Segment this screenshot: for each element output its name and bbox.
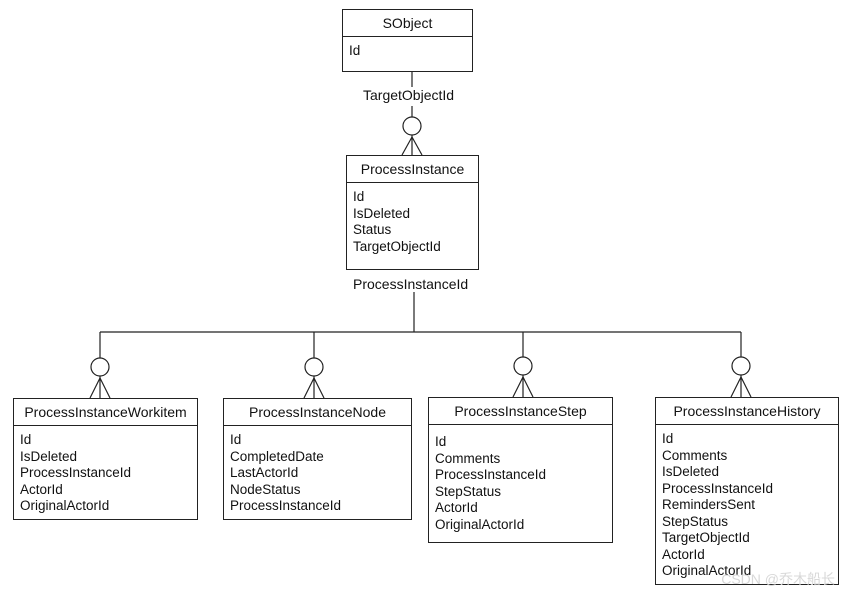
entity-field: Id bbox=[353, 189, 365, 204]
entity-field: NodeStatus bbox=[230, 481, 301, 497]
entity-field: OriginalActorId bbox=[435, 516, 525, 532]
crowfoot-workitem-left bbox=[89, 377, 101, 399]
entity-process-instance-step: ProcessInstanceStep Id Comments ProcessI… bbox=[428, 397, 613, 543]
entity-field: Comments bbox=[662, 447, 728, 463]
relationship-label-target-object: TargetObjectId bbox=[363, 87, 455, 103]
crowfoot-node-left bbox=[303, 377, 315, 399]
entity-field: CompletedDate bbox=[230, 448, 324, 464]
entity-title: ProcessInstanceHistory bbox=[656, 398, 838, 425]
optional-circle-instance bbox=[402, 116, 422, 136]
entity-field: Id bbox=[349, 43, 361, 58]
crowfoot-step-right bbox=[522, 376, 534, 398]
crowfoot-step-left bbox=[512, 376, 524, 398]
optional-circle-node bbox=[304, 357, 324, 377]
entity-field: ProcessInstanceId bbox=[230, 498, 342, 513]
entity-title: ProcessInstanceWorkitem bbox=[14, 399, 197, 426]
entity-field: RemindersSent bbox=[662, 497, 756, 512]
entity-field: LastActorId bbox=[230, 465, 299, 480]
entity-field: Id bbox=[662, 431, 674, 446]
crowfoot-node-right bbox=[313, 377, 325, 399]
entity-field: Id bbox=[230, 432, 242, 447]
entity-field: ActorId bbox=[435, 500, 478, 515]
entity-field: TargetObjectId bbox=[662, 530, 750, 545]
entity-field: ProcessInstanceId bbox=[435, 467, 547, 482]
crowfoot-history-right bbox=[740, 376, 752, 398]
entity-field: OriginalActorId bbox=[20, 498, 110, 513]
entity-field: StepStatus bbox=[662, 513, 729, 529]
entity-field: IsDeleted bbox=[353, 205, 411, 221]
optional-circle-workitem bbox=[90, 357, 110, 377]
entity-field: ActorId bbox=[662, 546, 705, 562]
entity-field-list: Id Comments IsDeleted ProcessInstanceId … bbox=[656, 425, 838, 580]
entity-field-list: Id bbox=[343, 37, 472, 60]
entity-field: Comments bbox=[435, 450, 501, 466]
entity-process-instance-workitem: ProcessInstanceWorkitem Id IsDeleted Pro… bbox=[13, 398, 198, 520]
entity-field-list: Id IsDeleted ProcessInstanceId ActorId O… bbox=[14, 426, 197, 515]
entity-title: ProcessInstanceNode bbox=[224, 399, 411, 426]
entity-field: TargetObjectId bbox=[353, 238, 441, 254]
crowfoot-instance-right bbox=[411, 136, 423, 156]
entity-field-list: Id IsDeleted Status TargetObjectId bbox=[347, 183, 478, 255]
crowfoot-workitem-right bbox=[99, 377, 111, 399]
entity-field: StepStatus bbox=[435, 483, 502, 499]
relationship-label-process-instance: ProcessInstanceId bbox=[353, 276, 469, 292]
entity-field: ActorId bbox=[20, 481, 63, 497]
entity-title: SObject bbox=[343, 10, 472, 37]
watermark: CSDN @乔木船长 bbox=[721, 571, 835, 587]
crowfoot-history-left bbox=[730, 376, 742, 398]
entity-field: ProcessInstanceId bbox=[20, 465, 132, 480]
crowfoot-instance-left bbox=[401, 136, 413, 156]
entity-field-list: Id CompletedDate LastActorId NodeStatus … bbox=[224, 426, 411, 515]
entity-process-instance-history: ProcessInstanceHistory Id Comments IsDel… bbox=[655, 397, 839, 585]
entity-title: ProcessInstance bbox=[347, 156, 478, 183]
entity-field: ProcessInstanceId bbox=[662, 480, 774, 496]
entity-field-list: Id Comments ProcessInstanceId StepStatus… bbox=[429, 425, 612, 533]
entity-sobject: SObject Id bbox=[342, 9, 473, 72]
entity-field: IsDeleted bbox=[662, 464, 720, 479]
entity-field: IsDeleted bbox=[20, 448, 78, 464]
entity-field: Id bbox=[435, 434, 447, 449]
entity-title: ProcessInstanceStep bbox=[429, 398, 612, 425]
entity-process-instance-node: ProcessInstanceNode Id CompletedDate Las… bbox=[223, 398, 412, 520]
entity-field: Status bbox=[353, 222, 392, 237]
entity-process-instance: ProcessInstance Id IsDeleted Status Targ… bbox=[346, 155, 479, 270]
entity-field: Id bbox=[20, 432, 32, 447]
optional-circle-step bbox=[513, 356, 533, 376]
entity-field: OriginalActorId bbox=[662, 563, 752, 578]
optional-circle-history bbox=[731, 356, 751, 376]
